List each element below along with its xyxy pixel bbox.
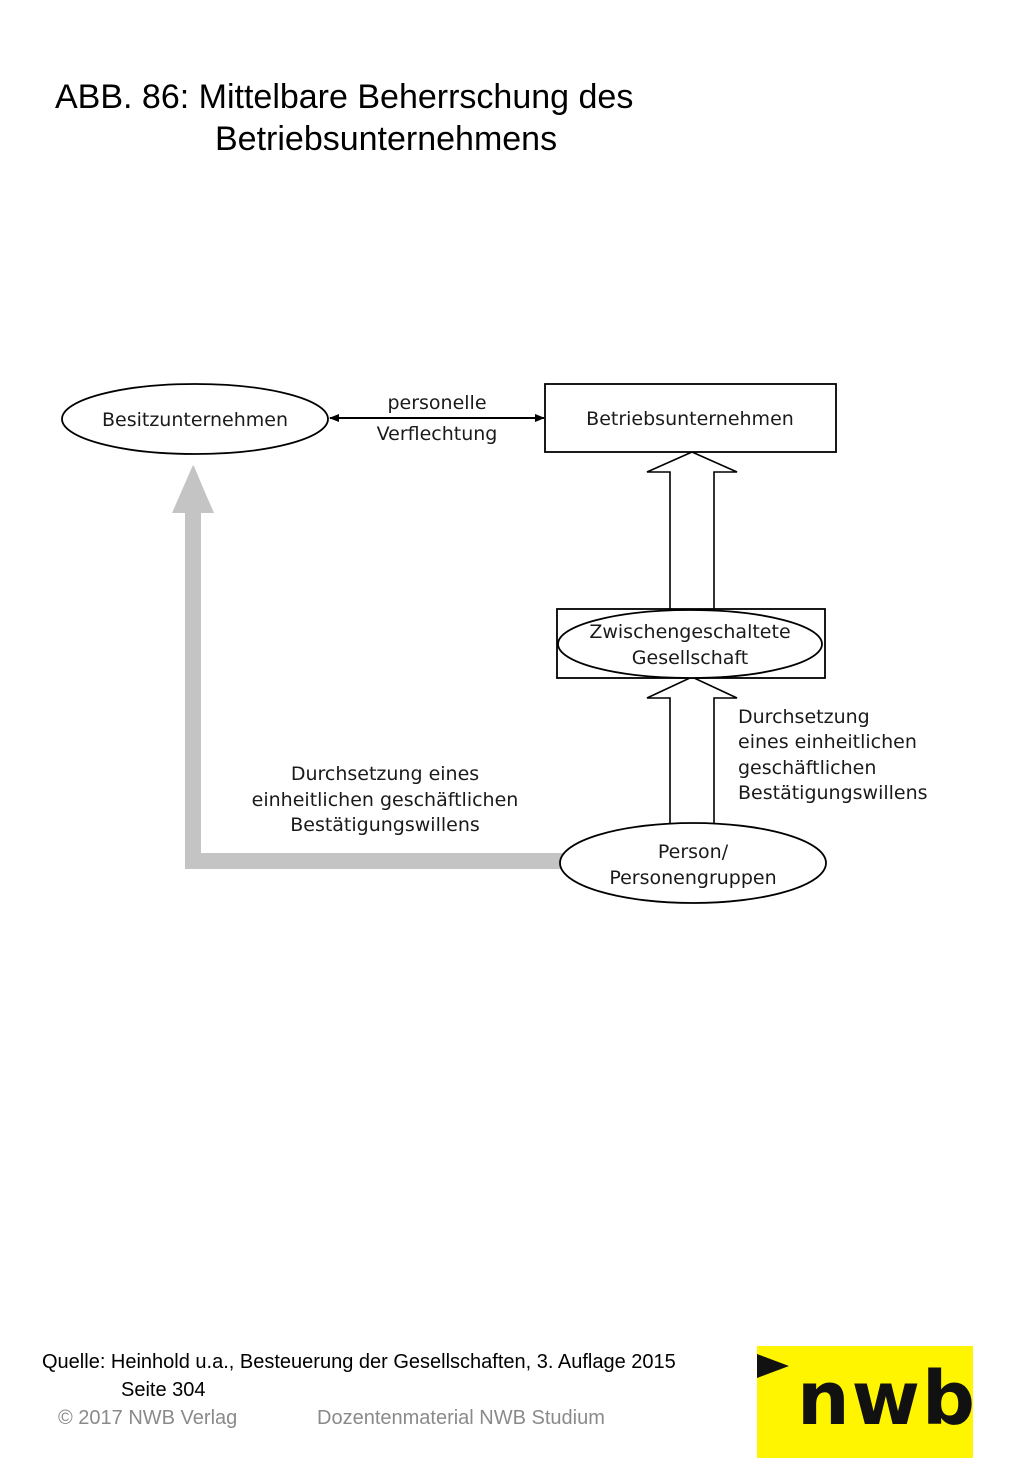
title-line-2: Betriebsunternehmens (215, 120, 558, 158)
hollow-arrow-lower (646, 676, 738, 823)
person-label-2: Personengruppen (609, 867, 776, 889)
source-line-2: Seite 304 (121, 1379, 206, 1401)
logo-triangle-icon (757, 1354, 789, 1378)
betrieb-node (544, 383, 837, 453)
right-label-4: Bestätigungswillens (738, 782, 928, 804)
title-line-1: ABB. 86: Mittelbare Beherrschung des (55, 78, 634, 116)
left-label-1: Durchsetzung eines (291, 763, 479, 785)
person-node (559, 822, 827, 904)
betrieb-label: Betriebsunternehmen (586, 408, 794, 430)
zwischen-node (557, 609, 823, 679)
grey-arrow-shaft (185, 512, 201, 869)
grey-arrow-horizontal (185, 853, 563, 869)
copyright: © 2017 NWB Verlag (58, 1407, 238, 1429)
person-label-1: Person/ (658, 841, 729, 863)
page-title: ABB. 86: Mittelbare Beherrschung des Bet… (55, 76, 633, 160)
besitz-label: Besitzunternehmen (102, 409, 288, 431)
right-label-3: geschäftlichen (738, 757, 876, 779)
left-label-2: einheitlichen geschäftlichen (252, 789, 519, 811)
verflechtung-label-2: Verflechtung (377, 423, 498, 445)
zwischen-label-2: Gesellschaft (632, 647, 748, 669)
nwb-logo: nwb (757, 1346, 975, 1458)
besitz-node (61, 383, 329, 455)
right-label-1: Durchsetzung (738, 706, 870, 728)
grey-arrowhead (172, 465, 214, 513)
nwb-logo-text: nwb (797, 1356, 978, 1442)
verflechtung-label-1: personelle (387, 392, 486, 414)
source-line-1: Quelle: Heinhold u.a., Besteuerung der G… (42, 1351, 676, 1373)
right-label-2: eines einheitlichen (738, 731, 917, 753)
zwischen-label-1: Zwischengeschaltete (589, 621, 790, 643)
left-label-3: Bestätigungswillens (290, 814, 480, 836)
dozent-note: Dozentenmaterial NWB Studium (317, 1407, 605, 1429)
hollow-arrow-upper (646, 451, 738, 609)
